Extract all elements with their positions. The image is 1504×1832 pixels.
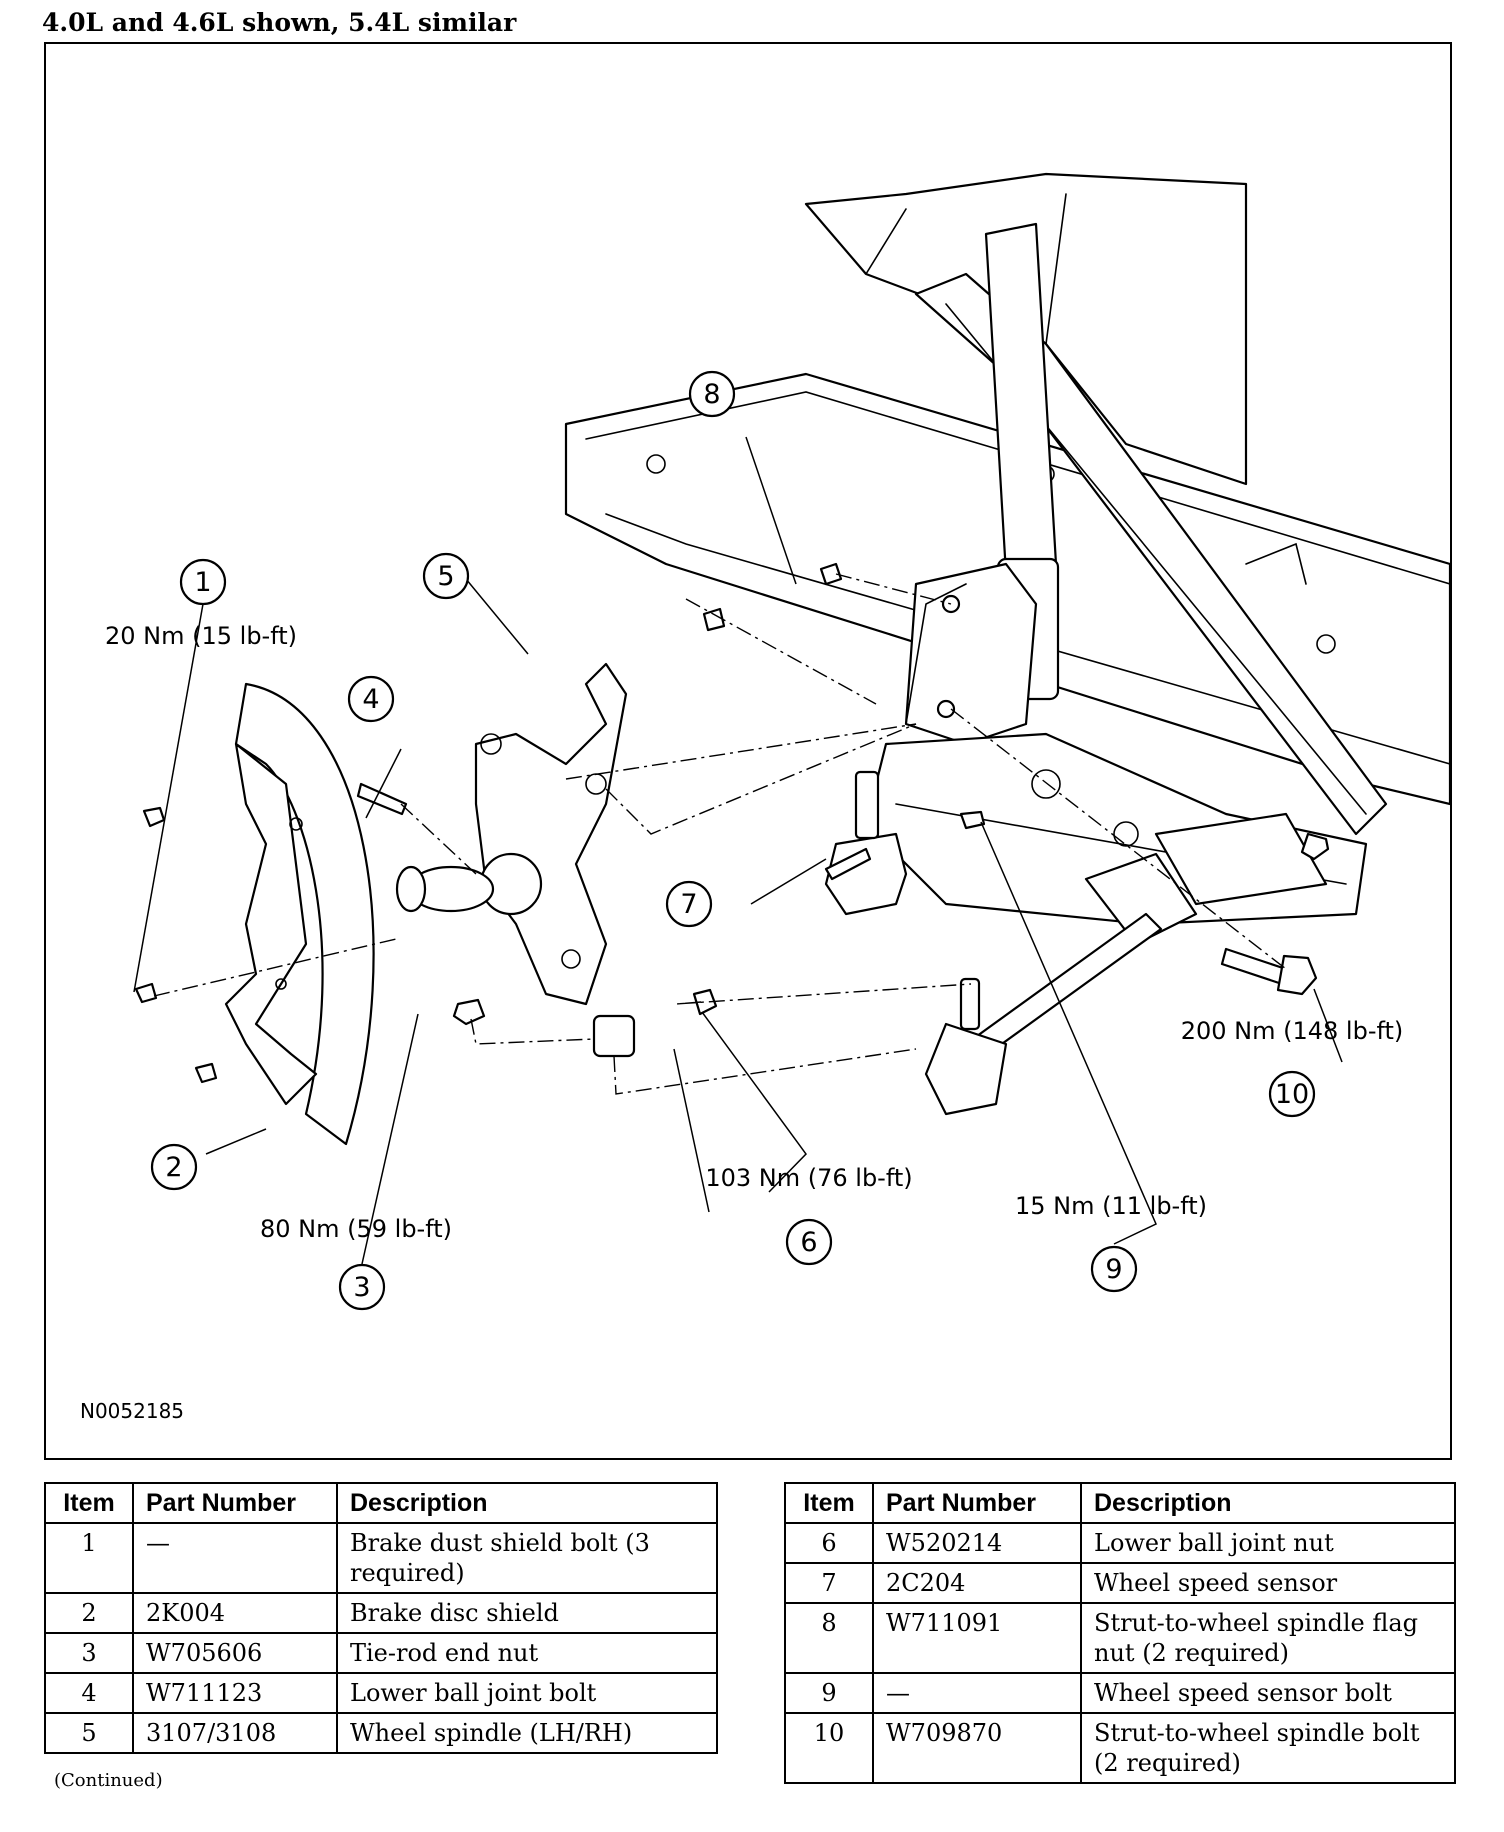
callout-number-4: 4 <box>362 684 379 715</box>
suspension-illustration: 1 20 Nm (15 lb-ft) 2 3 80 Nm (59 lb-ft) 4 5 6 10… <box>80 172 1450 1423</box>
table-row: 7 2C204 Wheel speed sensor <box>784 1562 1456 1604</box>
part-description: Lower ball joint nut <box>1080 1522 1456 1564</box>
item-number: 4 <box>44 1672 134 1714</box>
leader-lines <box>133 436 1343 1265</box>
part-number: W520214 <box>872 1522 1082 1564</box>
part-number: W709870 <box>872 1712 1082 1784</box>
strut-assembly <box>904 222 1060 746</box>
callout-number-10: 10 <box>1275 1079 1309 1110</box>
part-description: Strut-to-wheel spindle flag nut (2 requi… <box>1080 1602 1456 1674</box>
table-row: 2 2K004 Brake disc shield <box>44 1592 718 1634</box>
item-number: 5 <box>44 1712 134 1754</box>
wheel-spindle <box>395 662 636 1058</box>
table-row: 5 3107/3108 Wheel spindle (LH/RH) <box>44 1712 718 1754</box>
table-row: 6 W520214 Lower ball joint nut <box>784 1522 1456 1564</box>
item-number: 6 <box>784 1522 874 1564</box>
torque-spec-1: 20 Nm (15 lb-ft) <box>105 622 297 650</box>
part-number: 3107/3108 <box>132 1712 338 1754</box>
item-number: 2 <box>44 1592 134 1634</box>
table-header-row: Item Part Number Description <box>784 1482 1456 1524</box>
callout-number-7: 7 <box>680 889 697 920</box>
part-description: Tie-rod end nut <box>336 1632 718 1674</box>
parts-table-left: Item Part Number Description 1 — Brake d… <box>44 1482 718 1754</box>
callout-number-2: 2 <box>165 1152 182 1183</box>
lower-ball-joint <box>824 770 908 916</box>
item-number: 9 <box>784 1672 874 1714</box>
torque-spec-3: 80 Nm (59 lb-ft) <box>260 1215 452 1243</box>
part-description: Brake disc shield <box>336 1592 718 1634</box>
figure-caption: 4.0L and 4.6L shown, 5.4L similar <box>42 8 517 37</box>
item-number: 1 <box>44 1522 134 1594</box>
table-header-row: Item Part Number Description <box>44 1482 718 1524</box>
exploded-view-figure: 1 20 Nm (15 lb-ft) 2 3 80 Nm (59 lb-ft) 4 5 6 10… <box>44 42 1452 1460</box>
figure-id: N0052185 <box>80 1399 184 1423</box>
header-part-number: Part Number <box>872 1482 1082 1524</box>
part-description: Wheel speed sensor <box>1080 1562 1456 1604</box>
item-number: 8 <box>784 1602 874 1674</box>
callout-number-6: 6 <box>800 1227 817 1258</box>
table-row: 4 W711123 Lower ball joint bolt <box>44 1672 718 1714</box>
part-number: — <box>872 1672 1082 1714</box>
callout-number-5: 5 <box>437 561 454 592</box>
part-description: Lower ball joint bolt <box>336 1672 718 1714</box>
table-row: 3 W705606 Tie-rod end nut <box>44 1632 718 1674</box>
parts-table-right: Item Part Number Description 6 W520214 L… <box>784 1482 1456 1784</box>
dust-shield-bolts <box>134 562 986 1084</box>
part-number: W711123 <box>132 1672 338 1714</box>
table-row: 1 — Brake dust shield bolt (3 required) <box>44 1522 718 1594</box>
callout-circle-7 <box>665 880 713 928</box>
callout-layer: 1 20 Nm (15 lb-ft) 2 3 80 Nm (59 lb-ft) 4 5 6 10… <box>105 370 1404 1311</box>
part-number: 2K004 <box>132 1592 338 1634</box>
part-description: Strut-to-wheel spindle bolt (2 required) <box>1080 1712 1456 1784</box>
callout-number-3: 3 <box>353 1272 370 1303</box>
callout-circle-5 <box>422 552 470 600</box>
item-number: 3 <box>44 1632 134 1674</box>
part-number: W711091 <box>872 1602 1082 1674</box>
tie-rod <box>924 812 1328 1116</box>
callout-number-1: 1 <box>194 567 211 598</box>
callout-circle-8 <box>688 370 736 418</box>
header-part-number: Part Number <box>132 1482 338 1524</box>
part-number: W705606 <box>132 1632 338 1674</box>
part-description: Wheel spindle (LH/RH) <box>336 1712 718 1754</box>
callout-circle-1 <box>179 558 227 606</box>
table-row: 9 — Wheel speed sensor bolt <box>784 1672 1456 1714</box>
callout-number-9: 9 <box>1105 1254 1122 1285</box>
callout-circle-4 <box>347 675 395 723</box>
callout-number-8: 8 <box>703 379 720 410</box>
part-number: 2C204 <box>872 1562 1082 1604</box>
header-description: Description <box>1080 1482 1456 1524</box>
brake-disc-shield <box>224 682 375 1146</box>
torque-spec-10: 200 Nm (148 lb-ft) <box>1181 1017 1404 1045</box>
part-description: Wheel speed sensor bolt <box>1080 1672 1456 1714</box>
callout-circle-10 <box>1268 1070 1316 1118</box>
callout-circle-2 <box>150 1143 198 1191</box>
callout-circle-6 <box>785 1218 833 1266</box>
callout-circle-9 <box>1090 1245 1138 1293</box>
table-row: 10 W709870 Strut-to-wheel spindle bolt (… <box>784 1712 1456 1784</box>
part-description: Brake dust shield bolt (3 required) <box>336 1522 718 1594</box>
continued-note: (Continued) <box>54 1770 163 1791</box>
alignment-lines <box>153 573 1287 1095</box>
header-item: Item <box>784 1482 874 1524</box>
header-description: Description <box>336 1482 718 1524</box>
part-number: — <box>132 1522 338 1594</box>
item-number: 7 <box>784 1562 874 1604</box>
header-item: Item <box>44 1482 134 1524</box>
torque-spec-9: 15 Nm (11 lb-ft) <box>1015 1192 1207 1220</box>
callout-circle-3 <box>338 1263 386 1311</box>
strut-spindle-bolt <box>1220 832 1330 996</box>
item-number: 10 <box>784 1712 874 1784</box>
torque-spec-6: 103 Nm (76 lb-ft) <box>705 1164 912 1192</box>
table-row: 8 W711091 Strut-to-wheel spindle flag nu… <box>784 1602 1456 1674</box>
